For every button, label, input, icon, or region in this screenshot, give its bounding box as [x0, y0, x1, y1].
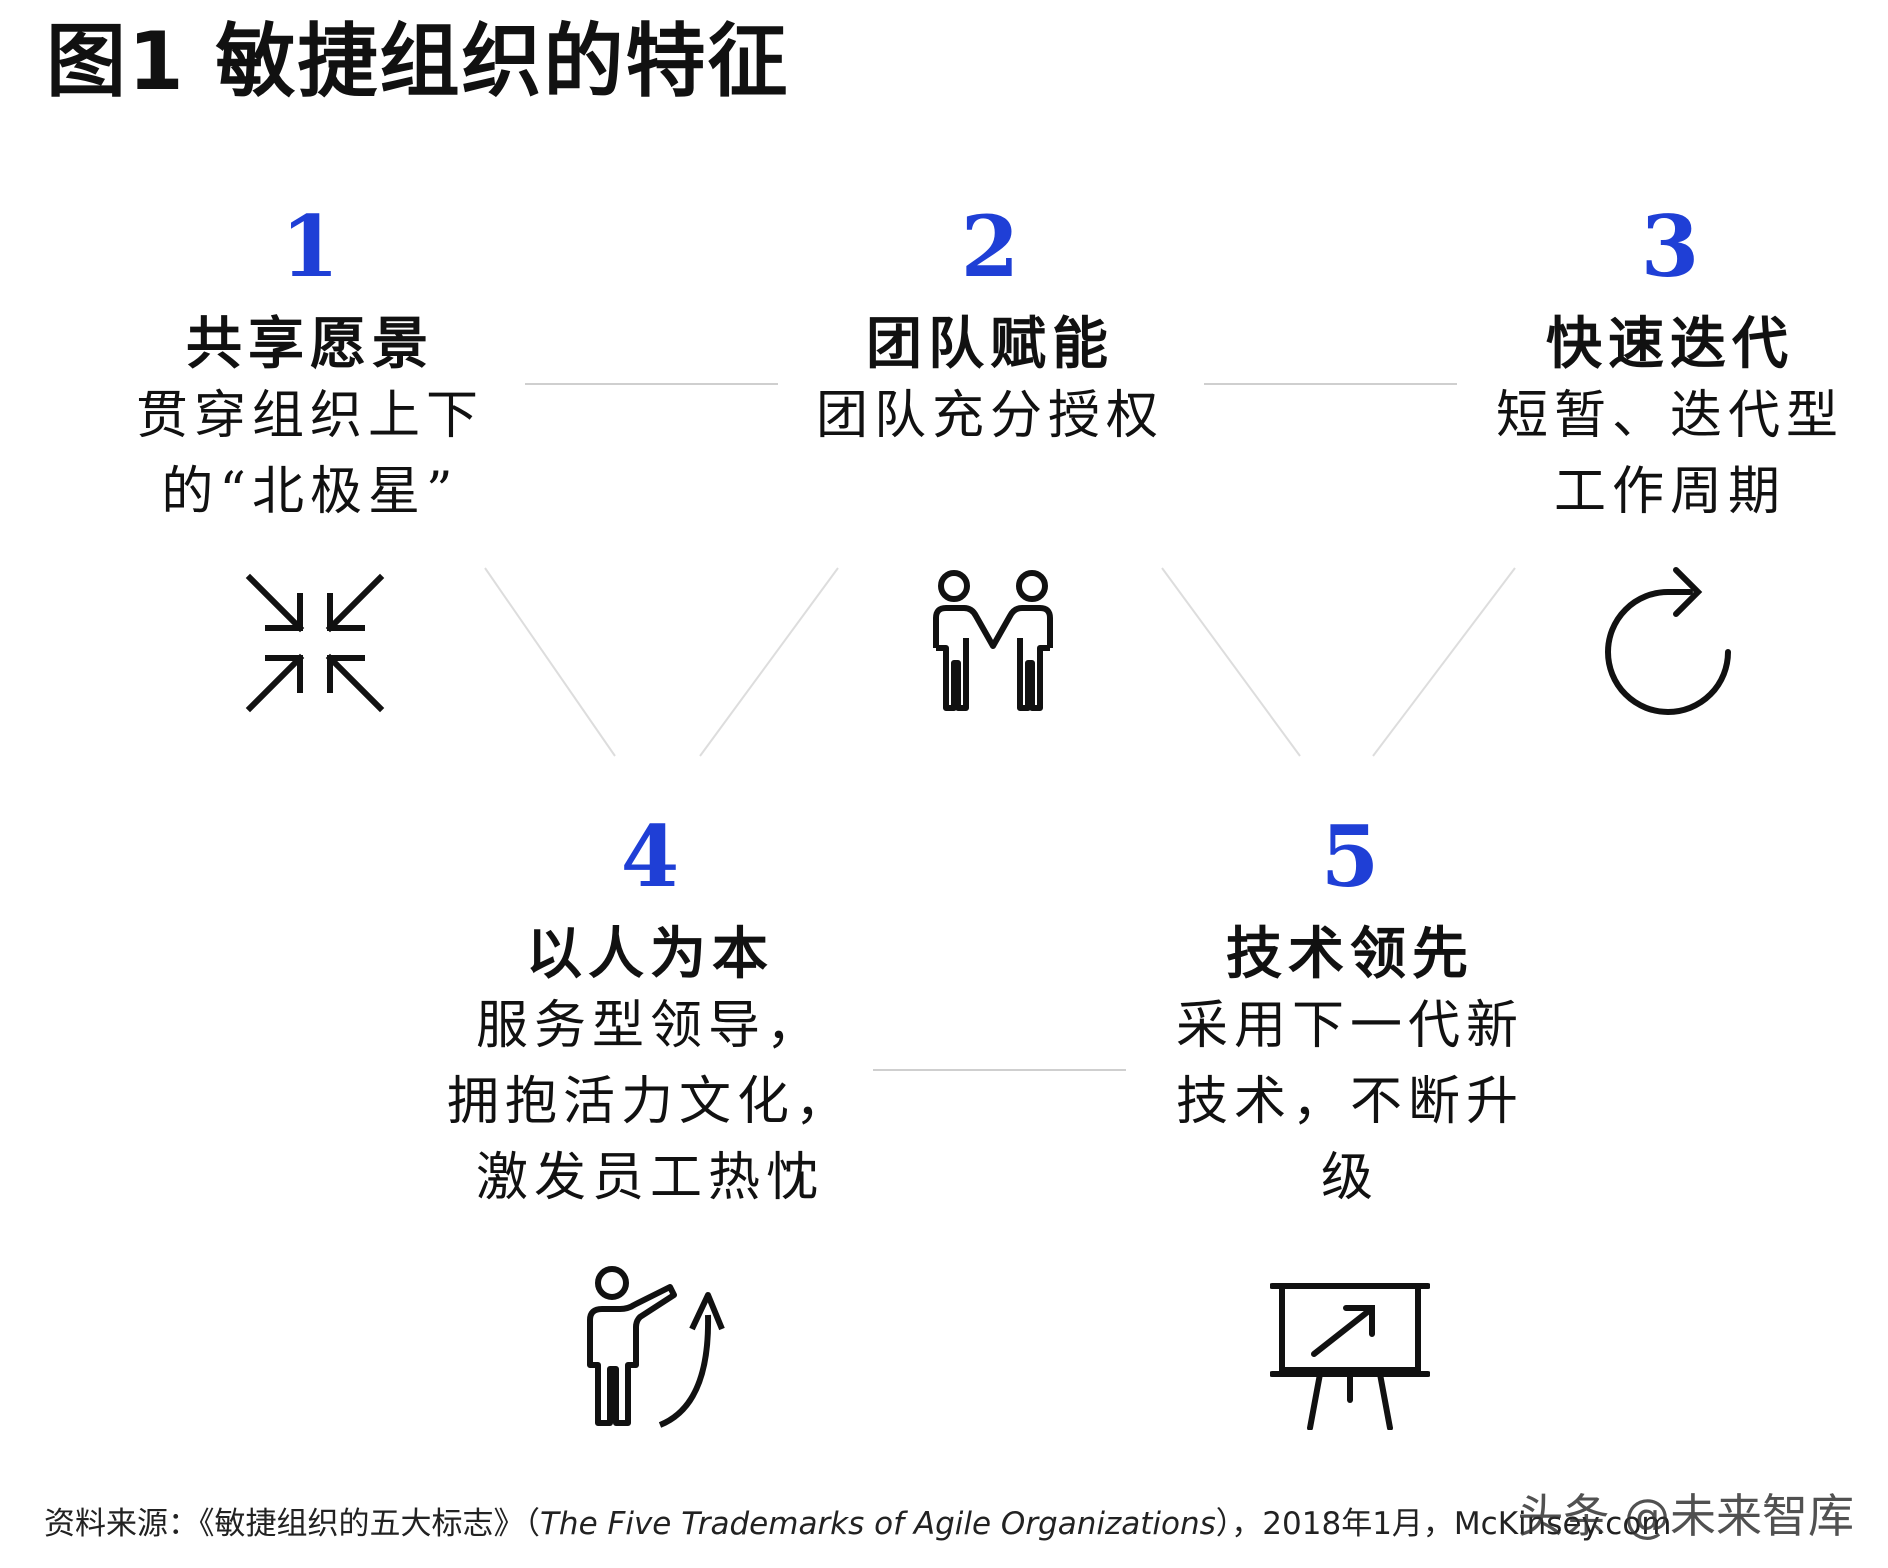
item-number: 2: [960, 197, 1020, 296]
feature-item-5: 5 技术领先 采用下一代新 技术，不断升 级: [1130, 815, 1570, 1216]
item-description: 采用下一代新 技术，不断升 级: [1175, 996, 1524, 1209]
feature-item-1: 1 共享愿景 贯穿组织上下 的“北极星”: [110, 205, 510, 530]
item-description: 团队充分授权: [815, 386, 1164, 447]
source-english-title: The Five Trademarks of Agile Organizatio…: [540, 1506, 1216, 1542]
item-description: 贯穿组织上下 的“北极星”: [135, 386, 484, 523]
circular-arrow-icon: [1598, 562, 1748, 722]
source-footnote: 资料来源：《敏捷组织的五大标志》（The Five Trademarks of …: [44, 1498, 1672, 1543]
source-suffix: ），2018年1月，McKinsey.com: [1215, 1506, 1672, 1542]
source-prefix: 资料来源：《敏捷组织的五大标志》（: [44, 1506, 540, 1542]
item-number: 5: [1320, 807, 1380, 906]
connector-2-4: [699, 567, 839, 757]
feature-item-2: 2 团队赋能 团队充分授权: [780, 205, 1200, 454]
arrows-converge-icon: [240, 568, 390, 718]
item-number: 3: [1640, 197, 1700, 296]
feature-item-3: 3 快速迭代 短暂、迭代型 工作周期: [1465, 205, 1875, 530]
connector-3-5: [1372, 567, 1516, 757]
item-description: 短暂、迭代型 工作周期: [1495, 386, 1844, 523]
people-holding-hands-icon: [918, 568, 1068, 718]
item-name: 快速迭代: [1546, 311, 1794, 377]
feature-item-4: 4 以人为本 服务型领导， 拥抱活力文化， 激发员工热忱: [430, 815, 870, 1216]
item-name: 以人为本: [526, 921, 774, 987]
watermark: 头条 @未来智库: [1517, 1489, 1854, 1543]
item-number: 4: [620, 807, 680, 906]
connector-2-5: [1161, 567, 1301, 757]
connector-1-4: [484, 567, 616, 757]
item-number: 1: [280, 197, 340, 296]
item-name: 共享愿景: [186, 311, 434, 377]
person-pointing-up-arrow-icon: [570, 1265, 740, 1435]
item-name: 技术领先: [1226, 921, 1474, 987]
figure-title: 图1 敏捷组织的特征: [46, 15, 790, 108]
presentation-board-chart-icon: [1270, 1280, 1430, 1430]
item-name: 团队赋能: [866, 311, 1114, 377]
item-description: 服务型领导， 拥抱活力文化， 激发员工热忱: [446, 996, 853, 1209]
